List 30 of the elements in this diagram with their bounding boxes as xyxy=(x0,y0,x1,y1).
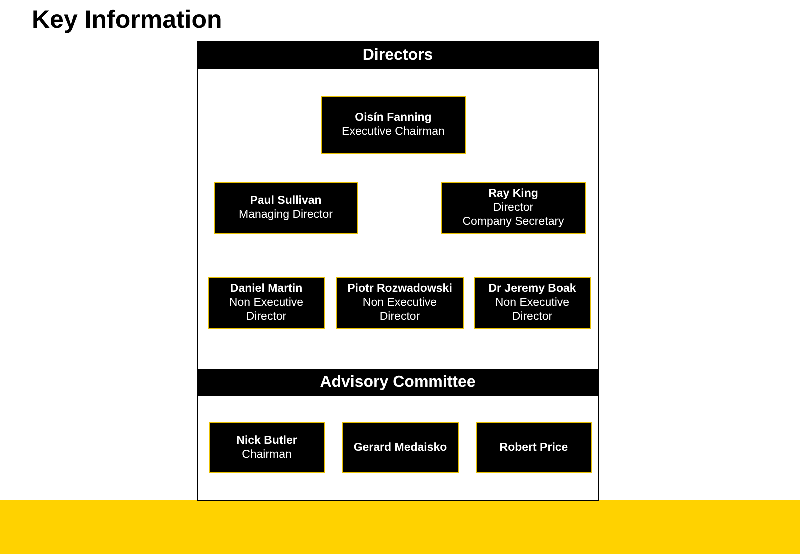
person-box xyxy=(321,96,466,154)
person-box xyxy=(441,182,586,234)
person-name: Dr Jeremy Boak xyxy=(488,282,576,296)
person-box xyxy=(209,422,325,473)
person-box xyxy=(474,277,591,329)
person-role: Non Executive Director xyxy=(228,296,305,324)
person-role: Company Secretary xyxy=(462,215,564,229)
person-box xyxy=(336,277,464,329)
person-box xyxy=(476,422,592,473)
section-header: Directors xyxy=(198,42,598,69)
person-name: Oisín Fanning xyxy=(355,111,432,125)
section-panel xyxy=(197,41,599,501)
person-role: Non Executive Director xyxy=(362,296,438,324)
page-title: Key Information xyxy=(32,6,222,35)
person-name: Daniel Martin xyxy=(230,282,303,296)
person-role: Executive Chairman xyxy=(342,125,445,139)
person-name: Piotr Rozwadowski xyxy=(348,282,452,296)
person-role: Director xyxy=(493,201,534,215)
person-name: Nick Butler xyxy=(236,434,298,448)
section-header: Advisory Committee xyxy=(198,369,598,396)
person-role: Chairman xyxy=(242,448,292,462)
person-box xyxy=(342,422,459,473)
person-name: Paul Sullivan xyxy=(250,194,322,208)
person-name: Gerard Medaisko xyxy=(354,440,448,454)
person-box xyxy=(214,182,358,234)
person-role: Managing Director xyxy=(239,208,333,222)
person-box xyxy=(208,277,325,329)
person-role: Non Executive Director xyxy=(494,296,571,324)
person-name: Robert Price xyxy=(500,440,568,454)
person-name: Ray King xyxy=(488,187,538,201)
